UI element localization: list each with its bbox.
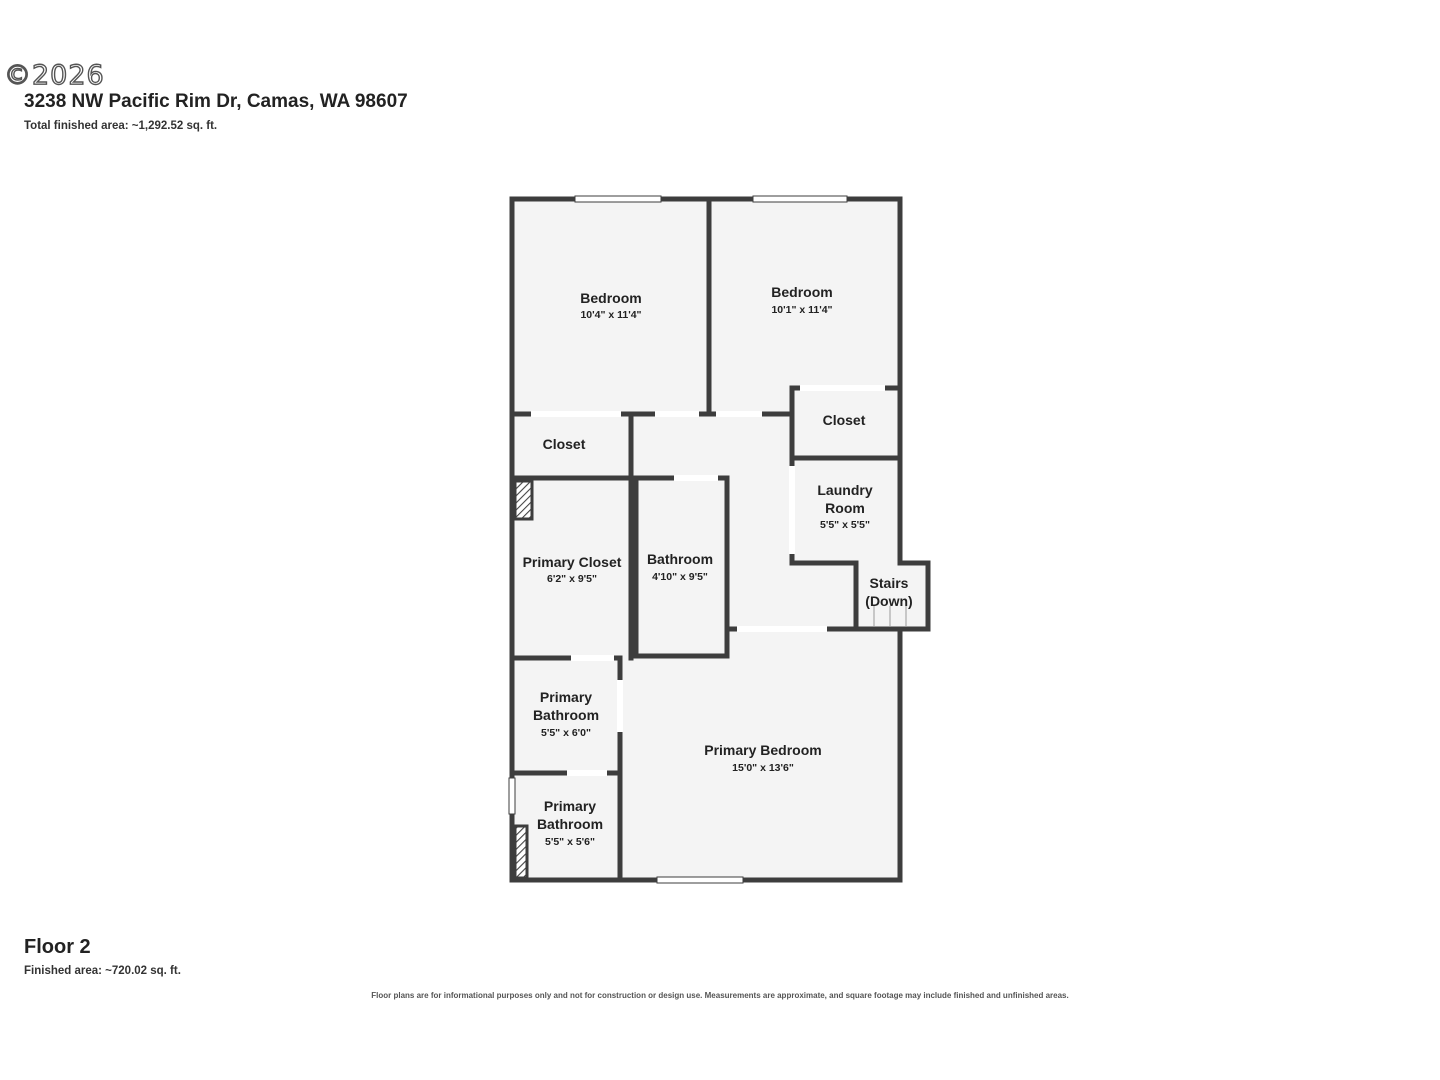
room-primary-bathroom-1: Primary Bathroom 5'5" x 6'0" — [533, 689, 599, 739]
room-primary-bedroom: Primary Bedroom 15'0" x 13'6" — [704, 742, 821, 774]
stair-treads — [873, 606, 907, 626]
room-dimensions: 4'10" x 9'5" — [652, 571, 708, 583]
room-dimensions: 10'1" x 11'4" — [771, 304, 832, 316]
room-stairs: Stairs (Down) — [865, 575, 912, 609]
room-closet-right: Closet — [823, 412, 866, 428]
room-name: Closet — [823, 412, 866, 428]
room-bathroom: Bathroom 4'10" x 9'5" — [647, 551, 713, 583]
property-address: 3238 NW Pacific Rim Dr, Camas, WA 98607 — [24, 91, 408, 112]
room-primary-bathroom-2: Primary Bathroom 5'5" x 5'6" — [537, 798, 603, 848]
room-name-line2: Bathroom — [537, 816, 603, 832]
room-bedroom-1: Bedroom 10'4" x 11'4" — [580, 290, 641, 321]
room-name: Bedroom — [580, 290, 641, 306]
door-openings — [531, 385, 885, 776]
room-dimensions: 6'2" x 9'5" — [547, 573, 597, 585]
room-dimensions: 5'5" x 5'6" — [545, 836, 595, 848]
room-name: Bedroom — [771, 284, 832, 300]
floor-title: Floor 2 — [24, 936, 91, 958]
room-name-line1: Laundry — [817, 482, 872, 498]
windows — [508, 195, 848, 884]
room-name: Bathroom — [647, 551, 713, 567]
room-name-line2: (Down) — [865, 593, 912, 609]
room-name: Closet — [543, 436, 586, 452]
room-dimensions: 5'5" x 5'5" — [820, 519, 870, 531]
room-primary-closet: Primary Closet 6'2" x 9'5" — [523, 554, 622, 585]
room-laundry: Laundry Room 5'5" x 5'5" — [817, 482, 872, 531]
room-dimensions: 5'5" x 6'0" — [541, 727, 591, 739]
room-name-line2: Room — [825, 500, 865, 516]
room-dimensions: 15'0" x 13'6" — [732, 762, 794, 774]
room-name: Primary Bedroom — [704, 742, 821, 758]
floor-finished-area: Finished area: ~720.02 sq. ft. — [24, 965, 181, 977]
room-dimensions: 10'4" x 11'4" — [580, 309, 641, 321]
room-name-line1: Primary — [544, 798, 596, 814]
utility-chases — [513, 479, 534, 880]
room-name-line1: Stairs — [870, 575, 909, 591]
room-bedroom-2: Bedroom 10'1" x 11'4" — [771, 284, 832, 316]
total-finished-area: Total finished area: ~1,292.52 sq. ft. — [24, 120, 218, 132]
room-name-line2: Bathroom — [533, 707, 599, 723]
room-closet-left: Closet — [543, 436, 586, 452]
floor-fill — [512, 199, 928, 880]
disclaimer: Floor plans are for informational purpos… — [371, 991, 1069, 1000]
room-name-line1: Primary — [540, 689, 592, 705]
room-name: Primary Closet — [523, 554, 622, 570]
copyright-mark: ©2026 — [3, 60, 105, 91]
